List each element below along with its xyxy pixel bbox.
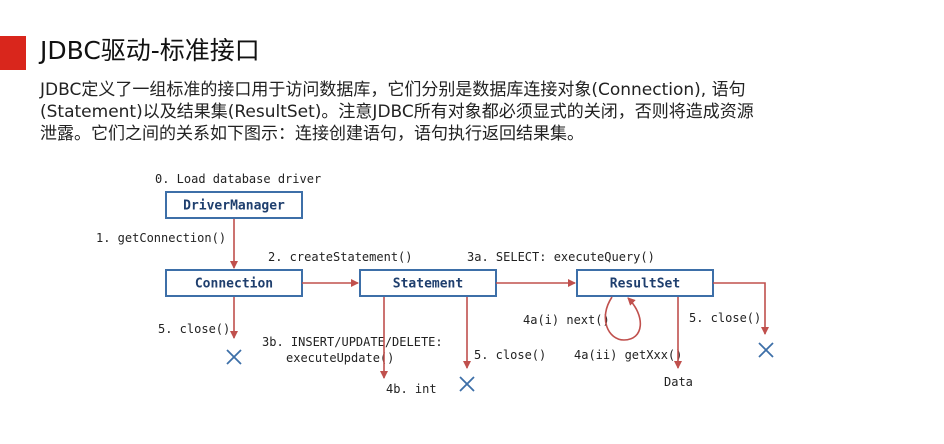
statement-closed-x-icon xyxy=(459,376,475,392)
driver-manager-box: DriverManager xyxy=(165,191,303,219)
resultset-closed-x-icon xyxy=(758,342,774,358)
connection-closed-x-icon xyxy=(226,349,242,365)
close-statement-label: 5. close() xyxy=(474,348,546,362)
description-line: JDBC定义了一组标准的接口用于访问数据库，它们分别是数据库连接对象(Conne… xyxy=(40,80,746,100)
get-xxx-label: 4a(ii) getXxx() xyxy=(574,348,682,362)
close-connection-label: 5. close() xyxy=(158,322,230,336)
next-label: 4a(i) next() xyxy=(523,313,610,327)
statement-label: Statement xyxy=(393,277,463,292)
connection-label: Connection xyxy=(195,277,273,292)
insert-update-label-line1: 3b. INSERT/UPDATE/DELETE: xyxy=(262,335,443,349)
close-resultset-label: 5. close() xyxy=(689,311,761,325)
slide-description: JDBC定义了一组标准的接口用于访问数据库，它们分别是数据库连接对象(Conne… xyxy=(40,79,910,145)
insert-update-label-line2: executeUpdate() xyxy=(286,351,394,365)
description-line: 泄露。它们之间的关系如下图示：连接创建语句，语句执行返回结果集。 xyxy=(40,124,584,144)
int-result-label: 4b. int xyxy=(386,382,437,396)
title-accent-bar xyxy=(0,36,26,70)
create-statement-label: 2. createStatement() xyxy=(268,250,413,264)
driver-manager-label: DriverManager xyxy=(183,199,285,214)
data-label: Data xyxy=(664,375,693,389)
next-loop-arrow xyxy=(604,296,642,341)
resultset-box: ResultSet xyxy=(576,269,714,297)
resultset-label: ResultSet xyxy=(610,277,680,292)
select-query-label: 3a. SELECT: executeQuery() xyxy=(467,250,655,264)
get-connection-label: 1. getConnection() xyxy=(96,231,226,245)
slide-title: JDBC驱动-标准接口 xyxy=(40,36,260,65)
connection-box: Connection xyxy=(165,269,303,297)
close-resultset-arrow xyxy=(713,282,769,335)
load-driver-label: 0. Load database driver xyxy=(155,172,321,186)
statement-box: Statement xyxy=(359,269,497,297)
description-line: (Statement)以及结果集(ResultSet)。注意JDBC所有对象都必… xyxy=(40,102,754,122)
